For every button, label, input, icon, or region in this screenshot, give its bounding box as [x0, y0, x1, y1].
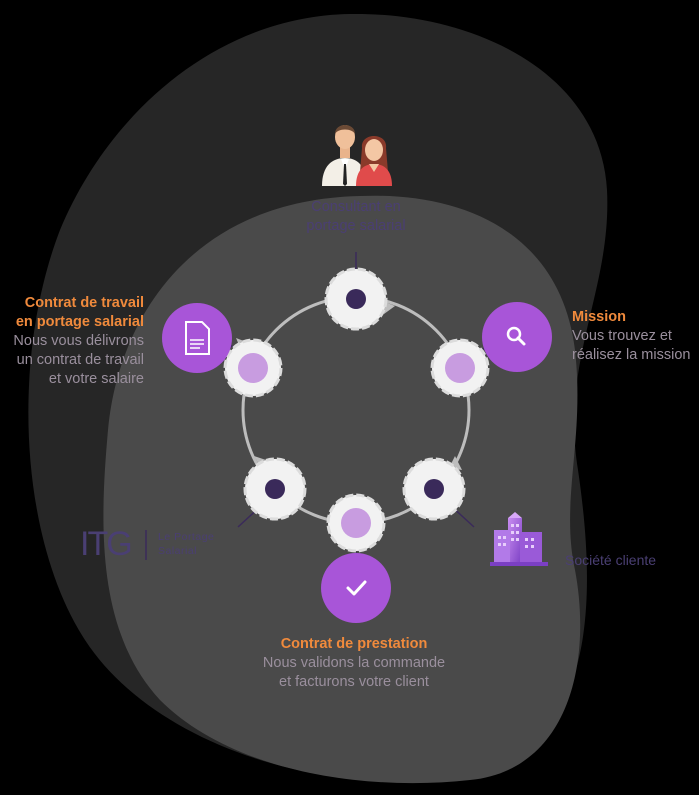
node-lower-left[interactable]	[243, 457, 307, 521]
consultant-label-line1: Consultant en	[311, 199, 401, 215]
building-icon	[490, 512, 548, 566]
itg-tagline-line1: Le Portage	[158, 531, 215, 543]
contrat-prestation-desc-line2: et facturons votre client	[279, 674, 429, 690]
contrat-prestation-desc-line1: Nous validons la commande	[262, 655, 446, 671]
node-upper-left[interactable]	[223, 338, 283, 398]
mission-title: Mission	[572, 309, 626, 325]
contrat-travail-desc-line1: Nous vous délivrons	[13, 333, 144, 349]
itg-tagline-line2: Salarial	[158, 545, 198, 557]
node-upper-right[interactable]	[430, 338, 490, 398]
mission-desc-line2: réalisez la mission	[572, 347, 691, 363]
contrat-travail-desc-line3: et votre salaire	[48, 371, 144, 387]
mission-desc-line1: Vous trouvez et	[572, 328, 672, 344]
contrat-prestation-block: Contrat de prestation Nous validons la c…	[234, 635, 474, 692]
node-bottom[interactable]	[326, 493, 386, 553]
mission-block: Mission Vous trouvez et réalisez la miss…	[572, 308, 699, 365]
search-icon	[482, 302, 552, 372]
node-lower-right[interactable]	[402, 457, 466, 521]
itg-tagline: Le Portage Salarial	[158, 530, 214, 558]
contrat-travail-desc-line2: un contrat de travail	[16, 352, 144, 368]
contrat-prestation-title: Contrat de prestation	[280, 636, 428, 652]
check-icon	[321, 553, 391, 623]
people-icon	[322, 125, 392, 186]
consultant-label-line2: portage salarial	[306, 218, 406, 234]
contrat-travail-title-line1: Contrat de travail	[24, 295, 144, 311]
contrat-travail-title-line2: en portage salarial	[15, 314, 144, 330]
itg-logo: ITG	[80, 525, 133, 563]
consultant-label: Consultant en portage salarial	[285, 198, 427, 236]
contrat-travail-block: Contrat de travail en portage salarial N…	[0, 294, 144, 389]
societe-label: Société cliente	[565, 552, 657, 568]
document-icon	[162, 303, 232, 373]
node-top[interactable]	[324, 267, 388, 331]
